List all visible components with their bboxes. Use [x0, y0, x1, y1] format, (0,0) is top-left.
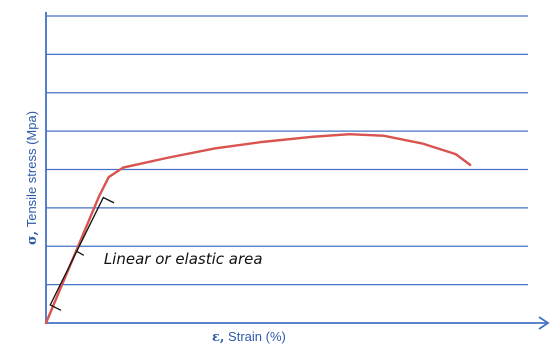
x-axis-symbol: ε, — [212, 330, 225, 345]
y-axis-title: σ, Tensile stress (Mpa) — [24, 111, 40, 245]
x-axis-text: Strain (%) — [224, 329, 286, 344]
curve-layer — [44, 132, 472, 325]
x-axis-title: ε, Strain (%) — [212, 329, 286, 345]
annotation-layer: Linear or elastic area — [49, 196, 263, 311]
grid-layer — [46, 15, 528, 286]
elastic-area-pointer — [76, 250, 85, 256]
y-axis-symbol: σ, — [25, 230, 40, 246]
elastic-area-label: Linear or elastic area — [104, 250, 263, 268]
x-axis-arrowhead — [538, 316, 550, 330]
stress-strain-curve-1 — [44, 132, 472, 325]
elastic-area-bracket — [49, 196, 115, 311]
axes-layer — [45, 12, 550, 330]
y-axis-text: Tensile stress (Mpa) — [24, 110, 39, 231]
